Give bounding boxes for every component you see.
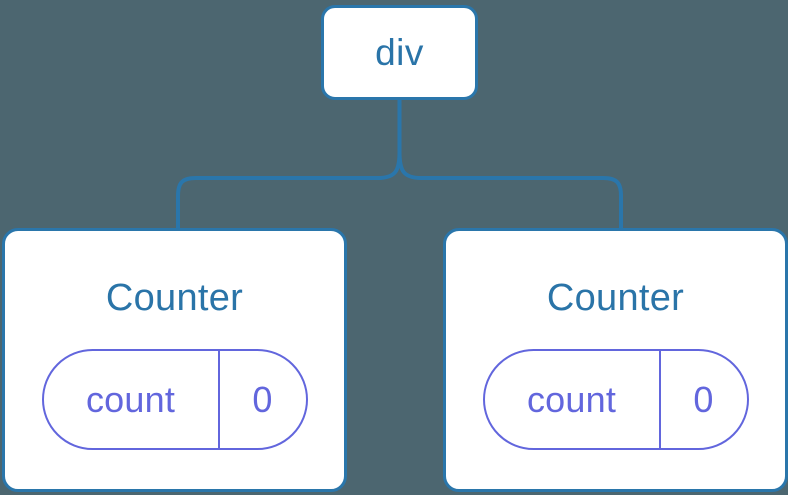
state-key-label-left: count	[85, 378, 176, 420]
state-key-cell-right: count	[485, 351, 661, 448]
state-value-cell-right: 0	[661, 351, 747, 448]
connector-branch-right	[397, 150, 623, 230]
node-counter-right-title: Counter	[546, 277, 685, 319]
state-value-label-left: 0	[252, 378, 273, 420]
state-pill-left[interactable]: count 0	[41, 349, 308, 450]
node-counter-right[interactable]: Counter count 0	[443, 228, 788, 492]
node-counter-left-title: Counter	[105, 277, 244, 319]
state-key-label-right: count	[526, 378, 617, 420]
state-value-label-right: 0	[693, 378, 714, 420]
node-counter-left[interactable]: Counter count 0	[2, 228, 347, 492]
state-pill-right[interactable]: count 0	[482, 349, 749, 450]
node-root-div[interactable]: div	[321, 5, 478, 100]
state-value-cell-left: 0	[220, 351, 306, 448]
node-root-label: div	[375, 32, 424, 73]
state-key-cell-left: count	[44, 351, 220, 448]
connector-branch-left	[176, 150, 402, 230]
